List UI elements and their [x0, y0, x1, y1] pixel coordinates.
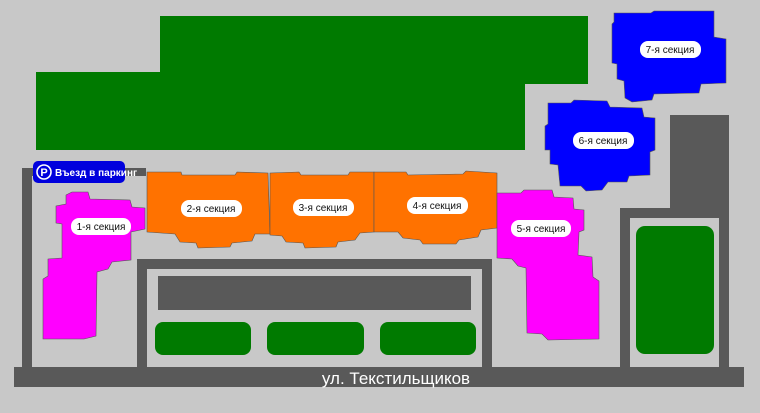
section-6-label-text: 6-я секция — [579, 136, 628, 147]
section-2-label[interactable]: 2-я секция — [181, 200, 242, 217]
section-4-label-text: 4-я секция — [413, 201, 462, 212]
lawn-1 — [155, 322, 251, 355]
section-5-label[interactable]: 5-я секция — [511, 220, 571, 237]
right-parking-block — [683, 134, 715, 207]
section-5-label-text: 5-я секция — [517, 224, 566, 235]
street-name: ул. Текстильщиков — [322, 369, 470, 388]
section-3-label-text: 3-я секция — [299, 203, 348, 214]
section-2-label-text: 2-я секция — [187, 204, 236, 215]
section-6-label[interactable]: 6-я секция — [573, 132, 634, 149]
parking-entrance-label: Въезд в паркинг — [55, 168, 137, 179]
section-4-label[interactable]: 4-я секция — [407, 197, 468, 214]
lawn-right — [636, 226, 714, 354]
road-right-top-bar — [670, 115, 729, 125]
section-1-label[interactable]: 1-я секция — [71, 218, 131, 235]
parking-icon — [36, 164, 52, 180]
green-park-area — [36, 16, 588, 150]
section-7-label[interactable]: 7-я секция — [640, 41, 701, 58]
lawn-2 — [267, 322, 364, 355]
parking-icon-letter: P — [40, 167, 47, 179]
lawn-3 — [380, 322, 476, 355]
road-right-inner — [670, 115, 680, 218]
parking-entrance-badge[interactable]: P Въезд в паркинг — [33, 161, 137, 183]
section-7-label-text: 7-я секция — [646, 45, 695, 56]
courtyard-parking-strip — [158, 276, 471, 310]
section-1-building[interactable] — [42, 191, 146, 340]
main-street-road — [14, 367, 744, 387]
section-1-label-text: 1-я секция — [77, 222, 126, 233]
section-5-building[interactable] — [496, 189, 600, 341]
section-3-label[interactable]: 3-я секция — [293, 199, 354, 216]
